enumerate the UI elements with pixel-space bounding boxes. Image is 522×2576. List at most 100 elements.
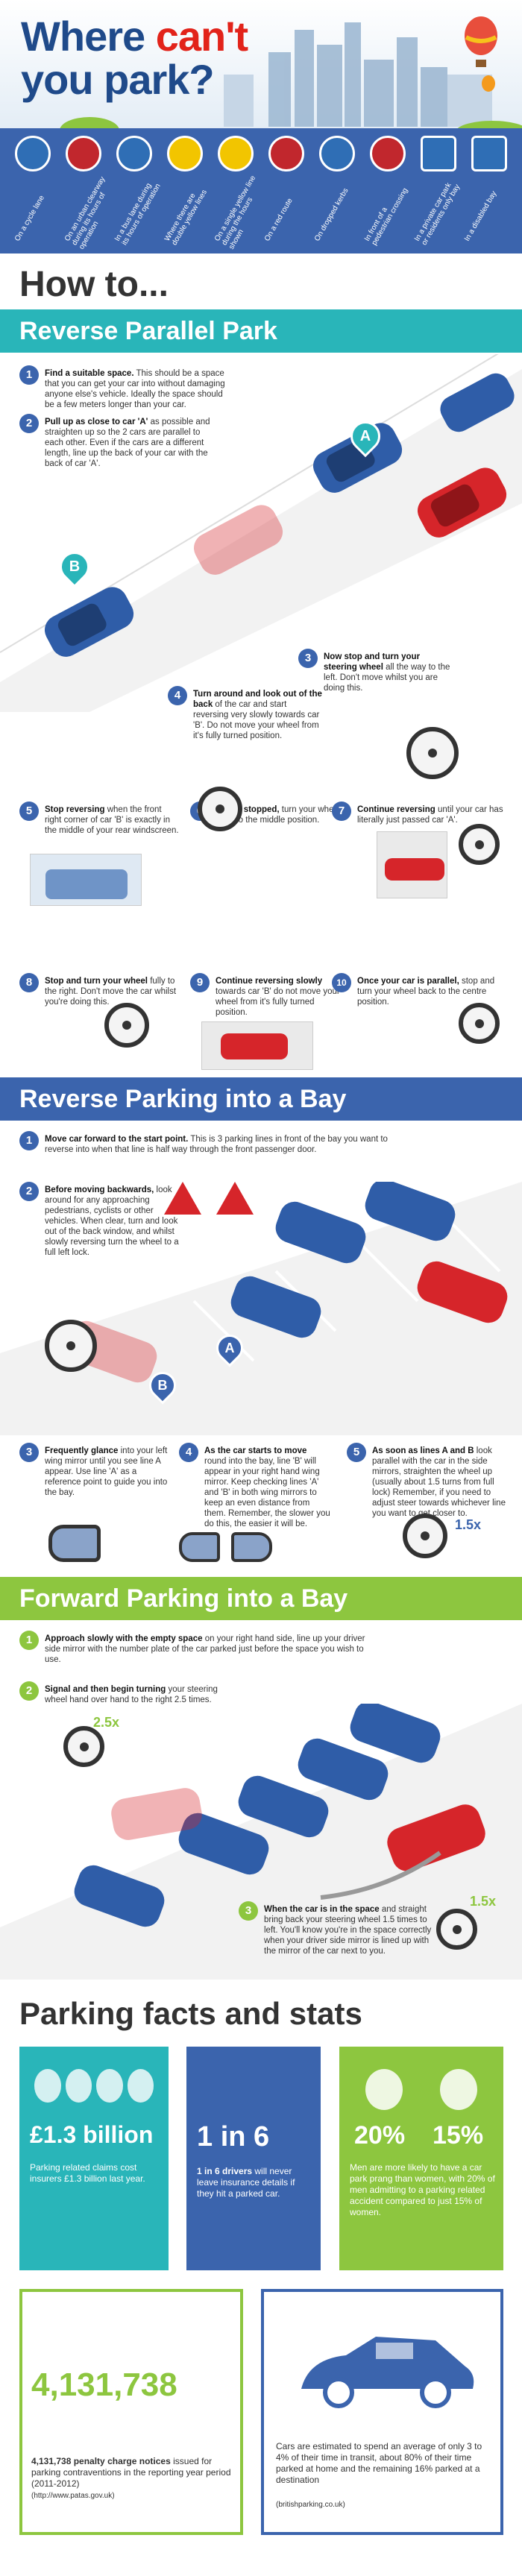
turns-badge: 1.5x <box>470 1894 497 1909</box>
rpb-banner: Reverse Parking into a Bay <box>0 1077 522 1121</box>
fact-claims-card: £1.3 billion Parking related claims cost… <box>19 2047 169 2270</box>
car-passing-thumb <box>377 831 447 898</box>
step-number: 2 <box>19 1182 39 1201</box>
fact-gender-text: Men are more likely to have a car park p… <box>350 2162 495 2217</box>
city-skyline <box>0 0 522 149</box>
fact-men-pct: 20% <box>354 2121 406 2150</box>
step-text: Before moving backwards, look around for… <box>45 1185 179 1257</box>
fact-pcn-big: 4,131,738 <box>31 2366 177 2403</box>
steering-wheel-icon <box>459 824 500 865</box>
car-red-parked-icon <box>417 467 507 538</box>
wing-mirror-right-icon <box>231 1532 272 1562</box>
steering-wheel-icon <box>436 1909 477 1950</box>
howto-section: How to... <box>0 253 522 309</box>
marker-b-label: B <box>157 1378 168 1393</box>
steering-wheel-icon <box>406 727 459 779</box>
fact-claims-big: £1.3 billion <box>30 2121 154 2148</box>
step-number: 3 <box>298 649 318 668</box>
fact-drivers-text: 1 in 6 drivers will never leave insuranc… <box>197 2166 295 2199</box>
steering-wheel-icon <box>104 1003 149 1048</box>
step-number: 4 <box>168 686 187 705</box>
facts-title: Parking facts and stats <box>19 1996 362 2031</box>
man-icon <box>365 2069 403 2110</box>
wing-mirror-left-icon <box>48 1525 101 1562</box>
double-yellow-lines-icon <box>167 136 203 171</box>
fact-claims-text: Parking related claims cost insurers £1.… <box>30 2162 145 2184</box>
car-faded-icon <box>193 505 283 575</box>
woman-icon <box>440 2069 477 2110</box>
signs-strip <box>0 128 522 179</box>
step-number: 1 <box>19 1131 39 1150</box>
step-text: Continue reversing slowly towards car 'B… <box>216 977 340 1017</box>
wing-mirror-left-icon <box>179 1532 220 1562</box>
coins-icon <box>34 2069 154 2103</box>
no-entry-sign-icon <box>66 136 101 171</box>
step-number: 7 <box>332 802 351 821</box>
step-number: 5 <box>19 802 39 821</box>
car-b-icon <box>44 587 134 657</box>
title-cant: can't <box>155 13 248 60</box>
rpp-road-illustration <box>0 354 522 712</box>
step-number: 3 <box>19 1443 39 1462</box>
fact-time-card: Cars are estimated to spend an average o… <box>261 2289 503 2535</box>
car-outline-icon <box>301 2337 474 2408</box>
turns-badge: 2.5x <box>93 1715 120 1730</box>
fact-gender-card: 20% 15% Men are more likely to have a ca… <box>339 2047 503 2270</box>
sign-caption: On an urban clearway during its hours of… <box>63 175 107 251</box>
step-text: Continue reversing until your car has li… <box>357 805 503 825</box>
step-text: Signal and then begin turning your steer… <box>45 1685 218 1704</box>
bus-lane-sign-icon <box>116 136 152 171</box>
step-text: Once your car is parallel, stop and turn… <box>357 977 495 1007</box>
step-number: 4 <box>179 1443 198 1462</box>
reversing-thumb <box>201 1021 313 1070</box>
title-where: Where <box>21 13 145 60</box>
howto-title: How to... <box>19 265 169 304</box>
warning-sign-pedestrian-icon <box>216 1182 254 1215</box>
step-number: 5 <box>347 1443 366 1462</box>
step-text: When the car is in the space and straigh… <box>264 1905 432 1956</box>
marker-b-label: B <box>69 558 81 575</box>
steering-wheel-icon <box>63 1726 104 1767</box>
warning-sign-cyclist-icon <box>164 1182 201 1215</box>
sign-caption: In a private car park or residents only … <box>413 181 462 247</box>
step-text: Frequently glance into your left wing mi… <box>45 1446 168 1497</box>
pedestrian-crossing-sign-icon <box>370 136 406 171</box>
bicycle-sign-icon <box>15 136 51 171</box>
marker-a-label: A <box>359 428 371 444</box>
step-text: Now stop and turn your steering wheel al… <box>324 652 450 693</box>
header-title: Where can't you park? <box>21 15 248 101</box>
step-number: 8 <box>19 973 39 992</box>
fact-time-source: (britishparking.co.uk) <box>276 2501 345 2509</box>
fact-women-pct: 15% <box>433 2121 484 2150</box>
single-yellow-line-icon <box>218 136 254 171</box>
step-text: As the car starts to move round into the… <box>204 1446 330 1528</box>
step-number: 1 <box>19 365 39 385</box>
fact-time-text: Cars are estimated to spend an average o… <box>276 2441 482 2485</box>
step-text: Turn around and look out of the back of … <box>193 690 322 740</box>
step-number: 9 <box>190 973 210 992</box>
turns-badge: 1.5x <box>455 1517 482 1532</box>
step-number: 1 <box>19 1631 39 1650</box>
facts-section: Parking facts and stats £1.3 billion Par… <box>0 1987 522 2576</box>
step-text: Pull up as close to car 'A' as possible … <box>45 418 210 468</box>
steering-wheel-icon <box>45 1320 97 1372</box>
fpb-bay-illustration <box>0 1704 522 1980</box>
sign-caption: In front of a pedestrian crossing <box>363 186 410 247</box>
sign-caption: Where there are double yellow lines <box>163 188 210 247</box>
rear-window-view-thumb <box>30 854 142 906</box>
marker-a-label: A <box>224 1341 235 1355</box>
steering-wheel-icon <box>403 1514 447 1558</box>
hot-air-balloon-icon <box>465 16 497 92</box>
step-number: 10 <box>332 973 351 992</box>
rpp-banner: Reverse Parallel Park <box>0 309 522 353</box>
fact-drivers-big: 1 in 6 <box>197 2121 270 2153</box>
sign-caption: On dropped kerbs <box>313 186 350 243</box>
steering-wheel-icon <box>459 1003 500 1044</box>
step-text: Stop reversing when the front right corn… <box>45 805 179 835</box>
disabled-bay-sign-icon <box>471 136 507 171</box>
sign-caption: On a red route <box>263 197 295 243</box>
fpb-banner: Forward Parking into a Bay <box>0 1577 522 1620</box>
